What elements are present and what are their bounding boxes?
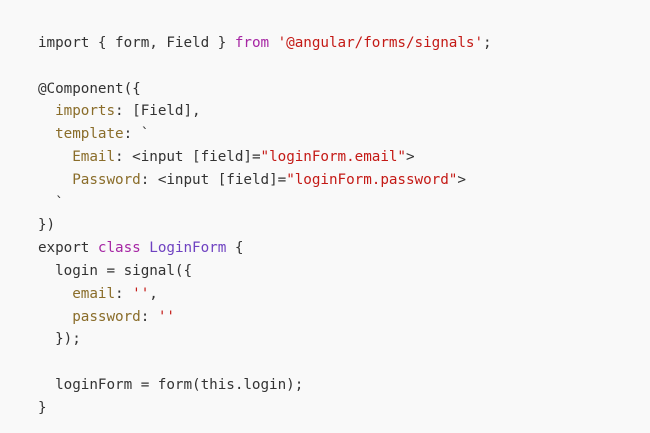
code-text: , <box>149 285 158 302</box>
string-token: '' <box>132 285 150 302</box>
code-line: Email: <input [field]="loginForm.email"> <box>38 146 492 169</box>
code-snippet: import { form, Field } from '@angular/fo… <box>38 32 492 420</box>
code-text: login = signal({ <box>38 262 193 279</box>
code-text: { <box>226 240 244 257</box>
string-token: '@angular/forms/signals' <box>277 35 484 51</box>
code-text: : <input [field]= <box>140 171 287 188</box>
code-text: : <box>115 285 133 302</box>
code-line: password: '' <box>38 306 492 329</box>
property-token: password <box>72 308 141 325</box>
code-line: template: ` <box>38 123 492 146</box>
property-token: template <box>55 126 124 143</box>
code-line: }) <box>38 214 492 237</box>
code-text: }); <box>38 331 81 348</box>
string-token: "loginForm.email" <box>260 148 407 165</box>
code-line: ` <box>38 192 492 215</box>
code-line: imports: [Field], <box>38 100 492 123</box>
code-text: } <box>38 399 47 416</box>
code-line: export class LoginForm { <box>38 237 492 260</box>
code-text <box>38 309 72 325</box>
code-text <box>141 240 150 256</box>
code-line: ​ <box>38 351 492 374</box>
code-text: loginForm = form(this.login); <box>38 376 304 393</box>
code-text <box>38 126 55 142</box>
code-text: : <input [field]= <box>115 148 261 165</box>
code-text <box>38 103 55 119</box>
code-text: : <box>140 308 158 325</box>
code-text: }) <box>38 217 56 234</box>
keyword-token: from <box>234 35 270 51</box>
code-line: @Component({ <box>38 78 492 101</box>
property-token: Password <box>72 171 141 188</box>
code-text: @Component({ <box>38 80 141 97</box>
code-line: } <box>38 397 492 420</box>
code-text <box>38 172 72 188</box>
code-line: Password: <input [field]="loginForm.pass… <box>38 169 492 192</box>
string-token: '' <box>157 308 175 325</box>
code-text: ` <box>38 194 64 211</box>
keyword-token: class <box>97 240 141 257</box>
code-text: ; <box>483 35 492 51</box>
code-text <box>269 35 278 51</box>
class-name-token: LoginForm <box>149 240 227 257</box>
code-text: : [Field], <box>115 103 201 120</box>
code-text: import { form, Field } <box>38 35 235 51</box>
property-token: Email <box>72 148 116 165</box>
code-text: > <box>457 171 466 188</box>
string-token: "loginForm.password" <box>286 171 458 188</box>
code-line: }); <box>38 328 492 351</box>
code-text: > <box>406 148 415 165</box>
property-token: email <box>72 285 116 302</box>
code-line: import { form, Field } from '@angular/fo… <box>38 32 492 55</box>
code-line: email: '', <box>38 283 492 306</box>
code-line: ​ <box>38 55 492 78</box>
property-token: imports <box>55 103 116 120</box>
code-text <box>38 286 72 302</box>
code-line: login = signal({ <box>38 260 492 283</box>
code-line: loginForm = form(this.login); <box>38 374 492 397</box>
code-text: export <box>38 240 98 257</box>
code-text <box>38 149 72 165</box>
code-text: : ` <box>123 126 150 143</box>
